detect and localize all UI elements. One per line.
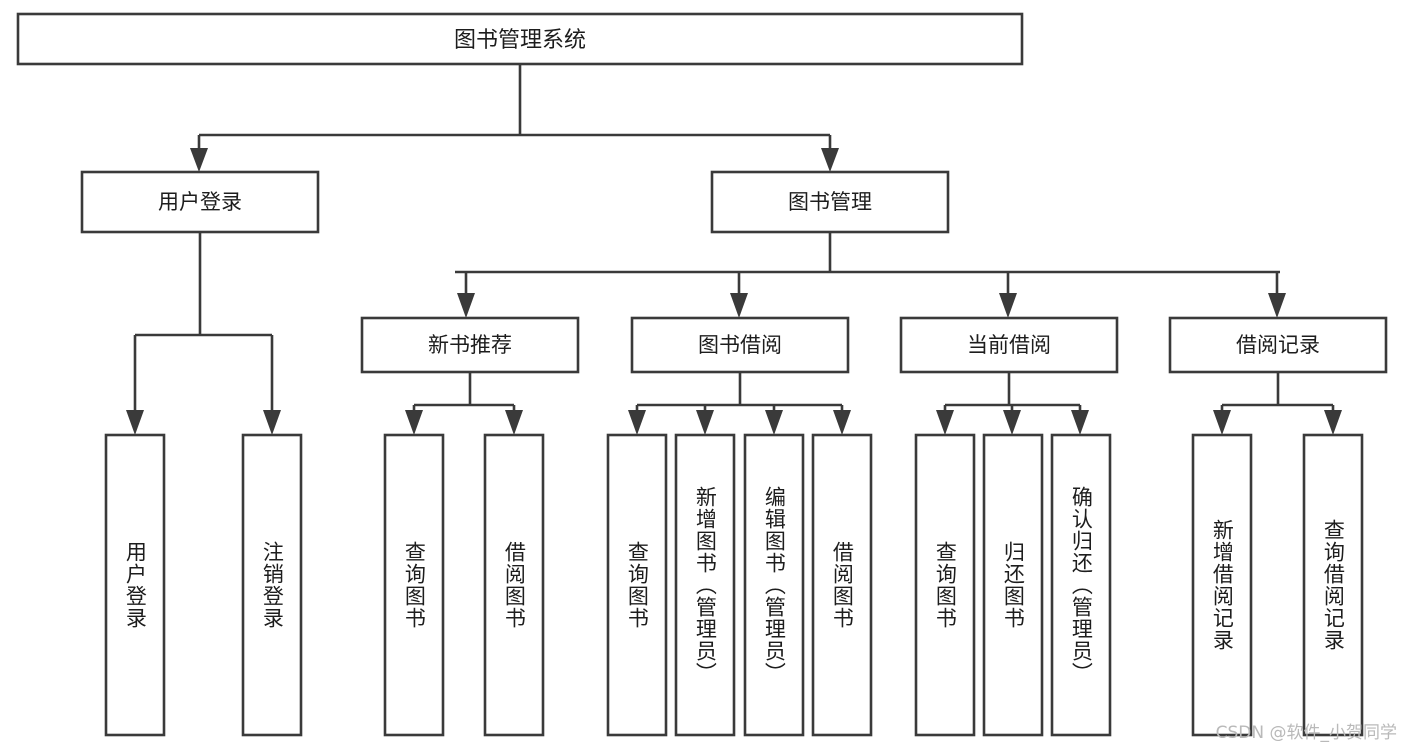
node-root-box[interactable] xyxy=(16,12,1024,66)
arrow-head-icon-bookmgmt-3 xyxy=(999,293,1017,318)
node-root-label: 图书管理系统 xyxy=(454,28,586,53)
node-book-management-label: 图书管理 xyxy=(788,190,872,214)
node-current-borrow-box[interactable] xyxy=(899,316,1119,374)
node-leaf-edit-book-box[interactable] xyxy=(743,433,805,737)
node-current-borrow-label: 当前借阅 xyxy=(967,333,1051,357)
arrow-head-icon-borrowrecord-2 xyxy=(1324,410,1342,435)
arrow-head-icon-currentborrow-2 xyxy=(1003,410,1021,435)
arrow-head-icon-bookborrow-1 xyxy=(628,410,646,435)
arrow-head-icon-userlogin-1 xyxy=(126,410,144,435)
node-leaf-return-book-box[interactable] xyxy=(982,433,1044,737)
arrow-head-icon-bookmgmt-1 xyxy=(457,293,475,318)
node-book-management-box[interactable] xyxy=(710,170,950,234)
arrow-head-icon-bookborrow-4 xyxy=(833,410,851,435)
node-leaf-query-book-1-box[interactable] xyxy=(383,433,445,737)
node-leaf-query-book-2-box[interactable] xyxy=(606,433,668,737)
node-leaf-add-record-box[interactable] xyxy=(1191,433,1253,737)
node-leaf-borrow-book-2-box[interactable] xyxy=(811,433,873,737)
node-leaf-query-record-box[interactable] xyxy=(1302,433,1364,737)
node-borrow-record-box[interactable] xyxy=(1168,316,1388,374)
node-user-login-label: 用户登录 xyxy=(158,190,242,214)
node-leaf-borrow-book-1-box[interactable] xyxy=(483,433,545,737)
arrow-head-icon-root-bookmgmt xyxy=(821,148,839,172)
node-leaf-confirm-return-box[interactable] xyxy=(1050,433,1112,737)
node-book-borrow-label: 图书借阅 xyxy=(698,333,782,357)
node-borrow-record-label: 借阅记录 xyxy=(1236,333,1320,357)
node-leaf-user-login-box[interactable] xyxy=(104,433,166,737)
node-leaf-logout-box[interactable] xyxy=(241,433,303,737)
arrow-head-icon-bookmgmt-4 xyxy=(1268,293,1286,318)
arrow-head-icon-bookmgmt-2 xyxy=(730,293,748,318)
node-book-borrow-box[interactable] xyxy=(630,316,850,374)
arrow-head-icon-currentborrow-3 xyxy=(1071,410,1089,435)
node-leaf-add-book-box[interactable] xyxy=(674,433,736,737)
arrow-head-icon-currentborrow-1 xyxy=(936,410,954,435)
arrow-head-icon-borrowrecord-1 xyxy=(1213,410,1231,435)
arrow-head-icon-newbook-1 xyxy=(405,410,423,435)
arrow-head-icon-bookborrow-2 xyxy=(696,410,714,435)
arrow-head-icon-userlogin-2 xyxy=(263,410,281,435)
node-leaf-query-book-3-box[interactable] xyxy=(914,433,976,737)
node-new-book-label: 新书推荐 xyxy=(428,333,512,357)
arrow-head-icon-newbook-2 xyxy=(505,410,523,435)
arrow-head-icon-bookborrow-3 xyxy=(765,410,783,435)
node-new-book-box[interactable] xyxy=(360,316,580,374)
watermark-text: CSDN @软件_小贺同学 xyxy=(1215,723,1397,743)
arrow-head-icon-root-userlogin xyxy=(190,148,208,172)
